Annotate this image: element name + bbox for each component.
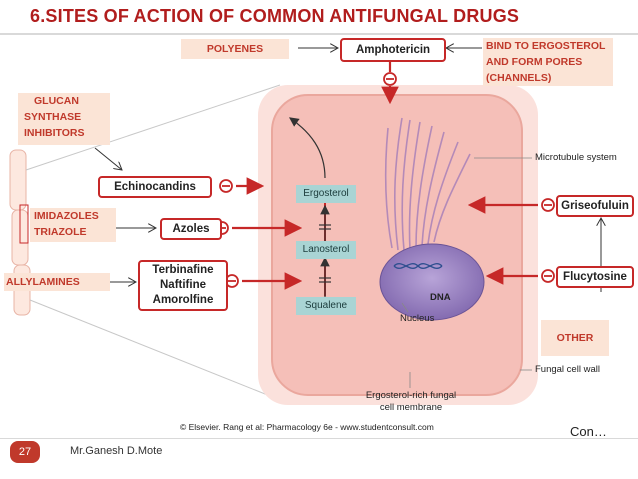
glucan-line-1: GLUCAN — [34, 95, 79, 107]
glucan-synthase-note: GLUCAN SYNTHASE INHIBITORS — [18, 93, 110, 145]
glucan-pointer — [94, 147, 122, 170]
membrane-line-2: cell membrane — [379, 402, 443, 413]
azoles-box: Azoles — [160, 218, 222, 240]
nucleus — [379, 243, 485, 321]
glucan-line-3: INHIBITORS — [24, 127, 85, 139]
microtubule-label: Microtubule system — [535, 152, 617, 163]
credit-line: © Elsevier. Rang et al: Pharmacology 6e … — [180, 422, 434, 432]
dna-helix — [393, 263, 443, 269]
bind-ergosterol-note: BIND TO ERGOSTEROL AND FORM PORES (CHANN… — [483, 38, 613, 86]
glucan-line-2: SYNTHASE — [24, 111, 82, 123]
naftifine-label: Naftifine — [160, 279, 206, 291]
imidazole-triazole-note: IMIDAZOLES TRIAZOLE — [30, 208, 116, 242]
author-label: Mr.Ganesh D.Mote — [70, 445, 163, 457]
amphotericin-box: Amphotericin — [340, 38, 446, 62]
imid-line-1: IMIDAZOLES — [34, 210, 99, 222]
bind-line-1: BIND TO ERGOSTEROL — [486, 40, 606, 52]
membrane-line-1: Ergosterol-rich fungal — [365, 390, 457, 401]
echinocandins-box: Echinocandins — [98, 176, 212, 198]
amorolfine-label: Amorolfine — [152, 294, 214, 306]
page-number-badge: 27 — [10, 441, 40, 463]
ergosterol-box: Ergosterol — [296, 185, 356, 203]
dna-label: DNA — [430, 292, 451, 303]
microtubule-fibers — [384, 117, 471, 251]
lanosterol-box: Lanosterol — [296, 241, 356, 259]
bind-line-3: (CHANNELS) — [486, 72, 552, 84]
allylamines-label: ALLYLAMINES — [4, 273, 110, 291]
title-divider — [0, 33, 638, 35]
polyenes-label: POLYENES — [181, 39, 289, 59]
cell-wall-label: Fungal cell wall — [535, 364, 600, 375]
membrane-label: Ergosterol-rich fungal cell membrane — [356, 390, 466, 414]
nucleus-label: Nucleus — [400, 313, 435, 324]
squalene-box: Squalene — [296, 297, 356, 315]
imid-line-2: TRIAZOLE — [34, 226, 87, 238]
bind-line-2: AND FORM PORES — [486, 56, 583, 68]
flucytosine-box: Flucytosine — [556, 266, 634, 288]
continued-label: Con… — [570, 424, 607, 439]
other-label: OTHER — [541, 320, 609, 356]
terbinafine-label: Terbinafine — [152, 264, 214, 276]
footer-divider — [0, 438, 638, 439]
griseofulvin-box: Griseofuluin — [556, 195, 634, 217]
imidazole-bracket — [19, 204, 29, 244]
allylamine-drugs-box: Terbinafine Naftifine Amorolfine — [138, 260, 228, 311]
page-title: 6.SITES OF ACTION OF COMMON ANTIFUNGAL D… — [30, 6, 520, 26]
